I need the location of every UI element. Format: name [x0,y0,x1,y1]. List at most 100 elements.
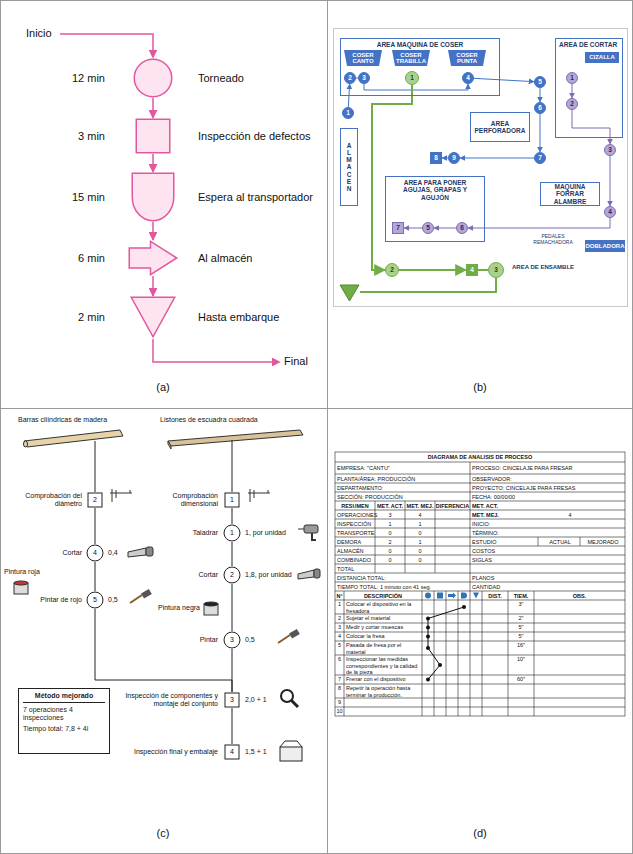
shape-label: Pintar [140,636,218,644]
operation-circle-outline [133,58,173,98]
shape-number: 4 [224,744,240,760]
storage-triangle: 2 minHasta embarque [130,296,176,338]
table-grid-part [405,501,406,573]
step-square: 8 [430,152,442,164]
table-cell: Inspeccionar las medidas correspondiente… [346,656,421,675]
shape-number: 1 [223,524,241,542]
table-grid-part [335,555,625,556]
trapezoid-shape [344,50,382,66]
table-grid-part [335,614,625,615]
shape-number: 3 [224,692,240,708]
table-cell: OBSERVADOR: [472,476,622,482]
table-cell: MEJORADO [582,539,624,545]
table-cell: RESUMEN [335,503,375,509]
node-text: COSER CANTO [344,52,382,65]
drill-icon [298,525,318,540]
table-cell: 4 [405,512,435,518]
operation-circle: 12 minTorneado [133,58,173,98]
flow-connector [572,84,573,98]
node-text: 4 [608,209,612,216]
symbol-header-part [425,593,431,599]
step-circle: 3 [358,72,370,84]
flow-connector [95,609,232,692]
step-circle: 4 [604,206,616,218]
process-dots-part [462,605,466,609]
table-grid-part [335,501,625,502]
operation-circle: Pintar de rojo50,5 [86,591,104,609]
package-icon-part [280,741,302,747]
warehouse-box: ALMACEN [340,128,358,206]
flow-connector [364,84,468,90]
table-cell: TIEMPO TOTAL: [337,584,379,590]
cutting-area: AREA DE CORTARCIZALLA12 [555,38,623,138]
node-text: 1 [346,110,350,117]
table-cell: PROCESO: CINCELAJE PARA FRESAR [472,465,622,471]
package-icon [280,741,302,761]
shape-label: 2 min [40,311,105,324]
inspection-square-shape [225,745,239,759]
table-cell: 4 [560,512,580,518]
step-circle: 1 [405,71,419,85]
flow-connector [478,269,488,271]
trapezoid-shape [448,50,486,66]
shape-label: Pintar de rojo [6,596,82,604]
table-grid [335,452,625,716]
flow-connector [152,154,154,172]
delay-shape-shape [132,173,174,221]
table-grid-part [335,528,625,529]
table-cell: DEPARTAMENTO: [337,485,467,491]
inspection-square: 3 minInspección de defectos [135,118,171,154]
magnifier-icon-part [291,700,298,707]
table-cell: DISTANCIA TOTAL: [337,575,467,581]
node-text: MAQUINA FORRAR ALAMBRE [544,183,596,205]
table-cell: 3 [335,624,344,630]
node-text: 4 [466,75,470,82]
node-text: 5 [426,225,430,232]
table-grid-part [335,519,625,520]
step-circle: 9 [448,152,460,164]
table-grid-part [335,462,625,463]
flow-connector [468,218,610,228]
material-label: Barras cilíndricas de madera [18,416,158,424]
node-text: Tiempo total: 7,8 + 4i [23,725,88,733]
step-square: 4 [466,264,478,276]
transport-arrow-shape [129,241,177,275]
table-cell: MET. MEJ. [472,512,532,518]
node-text: 5 [538,79,542,86]
caliper-icon [110,489,132,502]
table-cell: 2 [335,615,344,621]
feed-lines-part [95,441,96,492]
flow-connector [232,542,233,566]
saw-icon-part [314,569,320,578]
shape-label: Espera al transportador [198,191,323,204]
paint-label: Pintura roja [4,568,64,576]
table-cell: 1 [405,521,435,527]
table-cell: 9 [335,699,344,705]
table-cell: PROYECTO: CINCELAJE PARA FRESAS [472,485,622,491]
node-text: 3 [608,147,612,154]
table-cell: 2 [375,539,405,545]
table-cell: Sujetar el material [346,615,421,621]
shape-label: Cortar [6,549,82,557]
process-dots [426,605,466,682]
shape-label: Inspección final y embalaje [130,748,218,756]
shape-label: 0,4 [108,549,126,557]
operation-circle-shape [224,632,240,648]
process-dots-part [426,678,430,682]
flow-connector [372,85,412,270]
table-cell: Repetir la operación hasta terminar la p… [346,685,421,698]
symbol-header-part [437,593,443,599]
node-text: AREA DE CORTAR [559,41,617,48]
node-text: 8 [434,155,438,162]
table-cell: 5″ [508,633,534,639]
layout-frame [334,29,628,307]
start-line-part [60,34,153,54]
table-cell: ACTUAL [540,539,580,545]
shape-label: 15 min [40,191,105,204]
delay-shape: 15 minEspera al transportador [131,172,175,222]
table-grid-part [335,600,625,601]
flow-connector [610,156,611,206]
saw-icon-part [128,548,146,557]
red-paint-can-part [14,581,28,585]
